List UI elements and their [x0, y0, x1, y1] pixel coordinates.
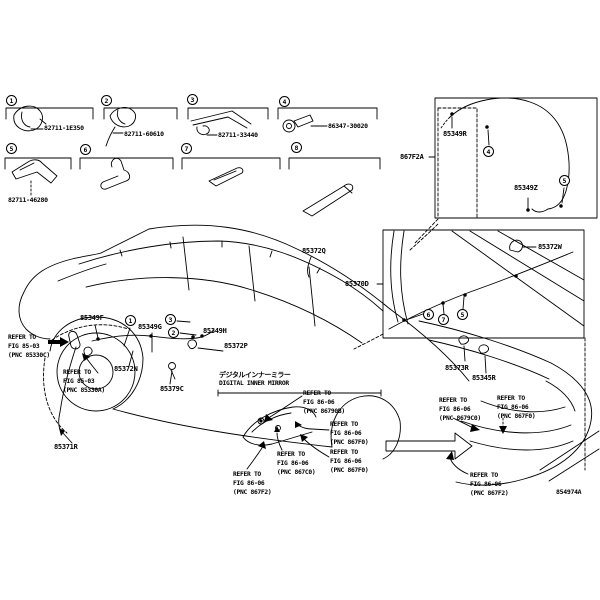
callout-5-inset: 5	[457, 309, 468, 320]
vehicle-outline	[18, 224, 470, 460]
refer-note-2: REFER TO FIG 86-06 (PNC 86790B)	[303, 390, 345, 416]
part-callout-2: 2	[101, 95, 112, 106]
refer-note-line: (PNC 85330C)	[8, 351, 50, 359]
refer-note-line: (PNC 867F0)	[497, 412, 536, 420]
part-number-3: 82711-33440	[218, 131, 258, 139]
refer-note-5: REFER TO FIG 86-06 (PNC 867C0)	[277, 451, 316, 477]
parts-grid-illustrations	[11, 105, 354, 217]
refer-note-line: (PNC 867F2)	[233, 488, 272, 496]
part-callout-3: 3	[187, 94, 198, 105]
refer-note-line: (PNC 8679C0)	[439, 414, 481, 422]
refer-note-line: FIG 86-06	[439, 405, 471, 413]
code-85371R: 85371R	[54, 443, 78, 451]
refer-note-line: REFER TO	[497, 395, 525, 402]
refer-note-line: REFER TO	[439, 397, 467, 404]
code-85373R: 85373R	[445, 364, 469, 372]
refer-note-line: (PNC 86790B)	[303, 407, 345, 415]
refer-note-6: REFER TO FIG 86-06 (PNC 867F2)	[233, 471, 272, 497]
top-right-inset	[409, 97, 598, 251]
code-85349R: 85349R	[443, 130, 467, 138]
refer-note-4: REFER TO FIG 86-06 (PNC 867F0)	[330, 449, 369, 475]
refer-note-line: REFER TO	[8, 334, 36, 341]
refer-note-line: REFER TO	[470, 472, 498, 479]
code-85372W: 85372W	[538, 243, 562, 251]
refer-note-line: REFER TO	[303, 390, 331, 397]
digital-mirror-label-jp: デジタルインナーミラー	[219, 371, 291, 379]
digital-mirror-label-en: DIGITAL INNER MIRROR	[219, 380, 289, 387]
refer-note-line: FIG 86-06	[233, 479, 265, 487]
refer-note-line: (PNC 867F2)	[470, 489, 509, 497]
washer-hoses	[58, 240, 384, 444]
refer-note-line: REFER TO	[63, 369, 91, 376]
part-callout-4: 4	[279, 96, 290, 107]
refer-note-line: REFER TO	[330, 421, 358, 428]
refer-note-line: (PNC 85330A)	[63, 386, 105, 394]
code-85349G: 85349G	[138, 323, 162, 331]
code-85345R: 85345R	[472, 374, 496, 382]
callout-7-inset: 7	[438, 314, 449, 325]
refer-note-line: FIG 86-06	[330, 457, 362, 465]
code-85349Z: 85349Z	[514, 184, 538, 192]
liftgate-inset	[353, 229, 585, 350]
callout-5-topright: 5	[559, 175, 570, 186]
refer-note-line: REFER TO	[277, 451, 305, 458]
code-85349F: 85349F	[80, 314, 104, 322]
refer-note-line: REFER TO	[233, 471, 261, 478]
refer-note-line: FIG 85-03	[63, 377, 95, 385]
code-85372P: 85372P	[224, 342, 248, 350]
code-85370D: 85370D	[345, 280, 369, 288]
leader-lines-arrows	[48, 337, 507, 475]
refer-note-line: (PNC 867F0)	[330, 438, 369, 446]
rear-detail	[418, 320, 600, 486]
refer-note-line: (PNC 867F0)	[330, 466, 369, 474]
refer-note-8: REFER TO FIG 86-06 (PNC 867F0)	[497, 395, 536, 421]
part-callout-5: 5	[6, 143, 17, 154]
part-callout-1: 1	[6, 95, 17, 106]
part-number-1: 82711-1E350	[44, 124, 84, 132]
refer-note-0: REFER TO FIG 85-03 (PNC 85330C)	[8, 334, 50, 360]
part-callout-8: 8	[291, 142, 302, 153]
refer-note-line: REFER TO	[330, 449, 358, 456]
refer-note-1: REFER TO FIG 85-03 (PNC 85330A)	[63, 369, 105, 395]
part-number-4: 86347-30020	[328, 122, 368, 130]
refer-note-7: REFER TO FIG 86-06 (PNC 8679C0)	[439, 397, 481, 423]
refer-note-line: FIG 86-06	[303, 398, 335, 406]
part-callout-6: 6	[80, 144, 91, 155]
refer-note-line: FIG 86-06	[330, 429, 362, 437]
code-85372Q: 85372Q	[302, 247, 326, 255]
code-867F2A: 867F2A	[400, 153, 424, 161]
refer-note-line: FIG 86-06	[277, 459, 309, 467]
callout-3-main: 3	[165, 314, 176, 325]
code-85372N: 85372N	[114, 365, 138, 373]
refer-note-line: (PNC 867C0)	[277, 468, 316, 476]
drawing-code: 854974A	[556, 488, 582, 496]
part-number-2: 82711-60610	[124, 130, 164, 138]
callout-1-main: 1	[125, 315, 136, 326]
code-85379C: 85379C	[160, 385, 184, 393]
part-callout-7: 7	[181, 143, 192, 154]
refer-note-9: REFER TO FIG 86-06 (PNC 867F2)	[470, 472, 509, 498]
refer-note-3: REFER TO FIG 86-06 (PNC 867F0)	[330, 421, 369, 447]
refer-note-line: FIG 86-06	[470, 480, 502, 488]
callout-2-main: 2	[168, 327, 179, 338]
code-85349H: 85349H	[203, 327, 227, 335]
part-number-5: 82711-46280	[8, 196, 48, 204]
refer-note-line: FIG 86-06	[497, 403, 529, 411]
refer-note-line: FIG 85-03	[8, 342, 40, 350]
callout-6-inset: 6	[423, 309, 434, 320]
callout-4-topright: 4	[483, 146, 494, 157]
parts-grid-brackets	[4, 107, 381, 170]
